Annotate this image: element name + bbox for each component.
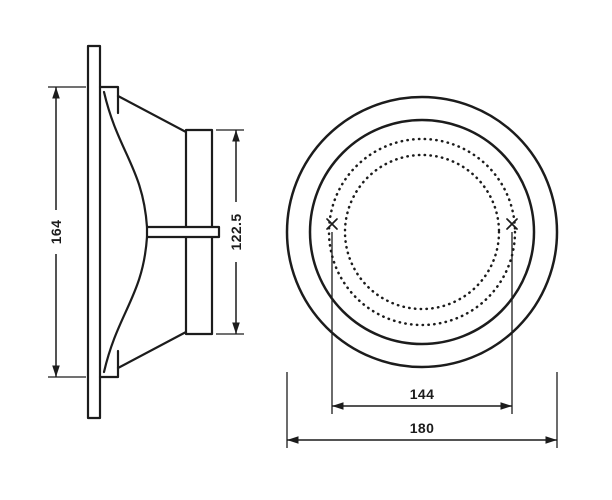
bolt-circle-outer	[327, 137, 517, 327]
dim-label-outer-diameter: 180	[410, 420, 435, 436]
inner-rim-circle	[308, 118, 536, 346]
terminal-bar	[145, 225, 221, 239]
arrowhead-right	[545, 436, 557, 444]
outer-rim-circle	[285, 95, 559, 369]
label-background	[226, 202, 246, 262]
cone-bottom-edge	[116, 330, 188, 370]
dimension-mounting-spacing: 144	[331, 232, 513, 414]
basket-curve-top	[102, 90, 149, 229]
flange-plate	[86, 44, 102, 420]
rim-bottom	[98, 349, 120, 379]
dimension-depth: 122.5	[216, 129, 246, 335]
arrowhead-down	[232, 322, 240, 334]
label-background	[46, 210, 66, 254]
cone-top-edge	[116, 94, 188, 134]
arrowhead-left	[332, 402, 344, 410]
arrowhead-left	[287, 436, 299, 444]
mounting-hole-right-marker	[506, 218, 518, 230]
arrowhead-down	[52, 365, 60, 377]
dim-label-mounting-spacing: 144	[410, 386, 435, 402]
dimension-overall-height: 164	[46, 86, 86, 378]
dim-label-depth: 122.5	[228, 213, 244, 250]
arrowhead-right	[500, 402, 512, 410]
rim-top	[98, 85, 120, 115]
bolt-circle-inner	[343, 153, 501, 311]
front-view	[285, 95, 559, 369]
dimension-outer-diameter: 180	[286, 372, 558, 448]
mounting-hole-left-marker	[326, 218, 338, 230]
side-view	[86, 44, 221, 420]
arrowhead-up	[52, 87, 60, 99]
basket-curve-bottom	[102, 235, 149, 374]
arrowhead-up	[232, 130, 240, 142]
dim-label-overall-height: 164	[48, 220, 64, 245]
